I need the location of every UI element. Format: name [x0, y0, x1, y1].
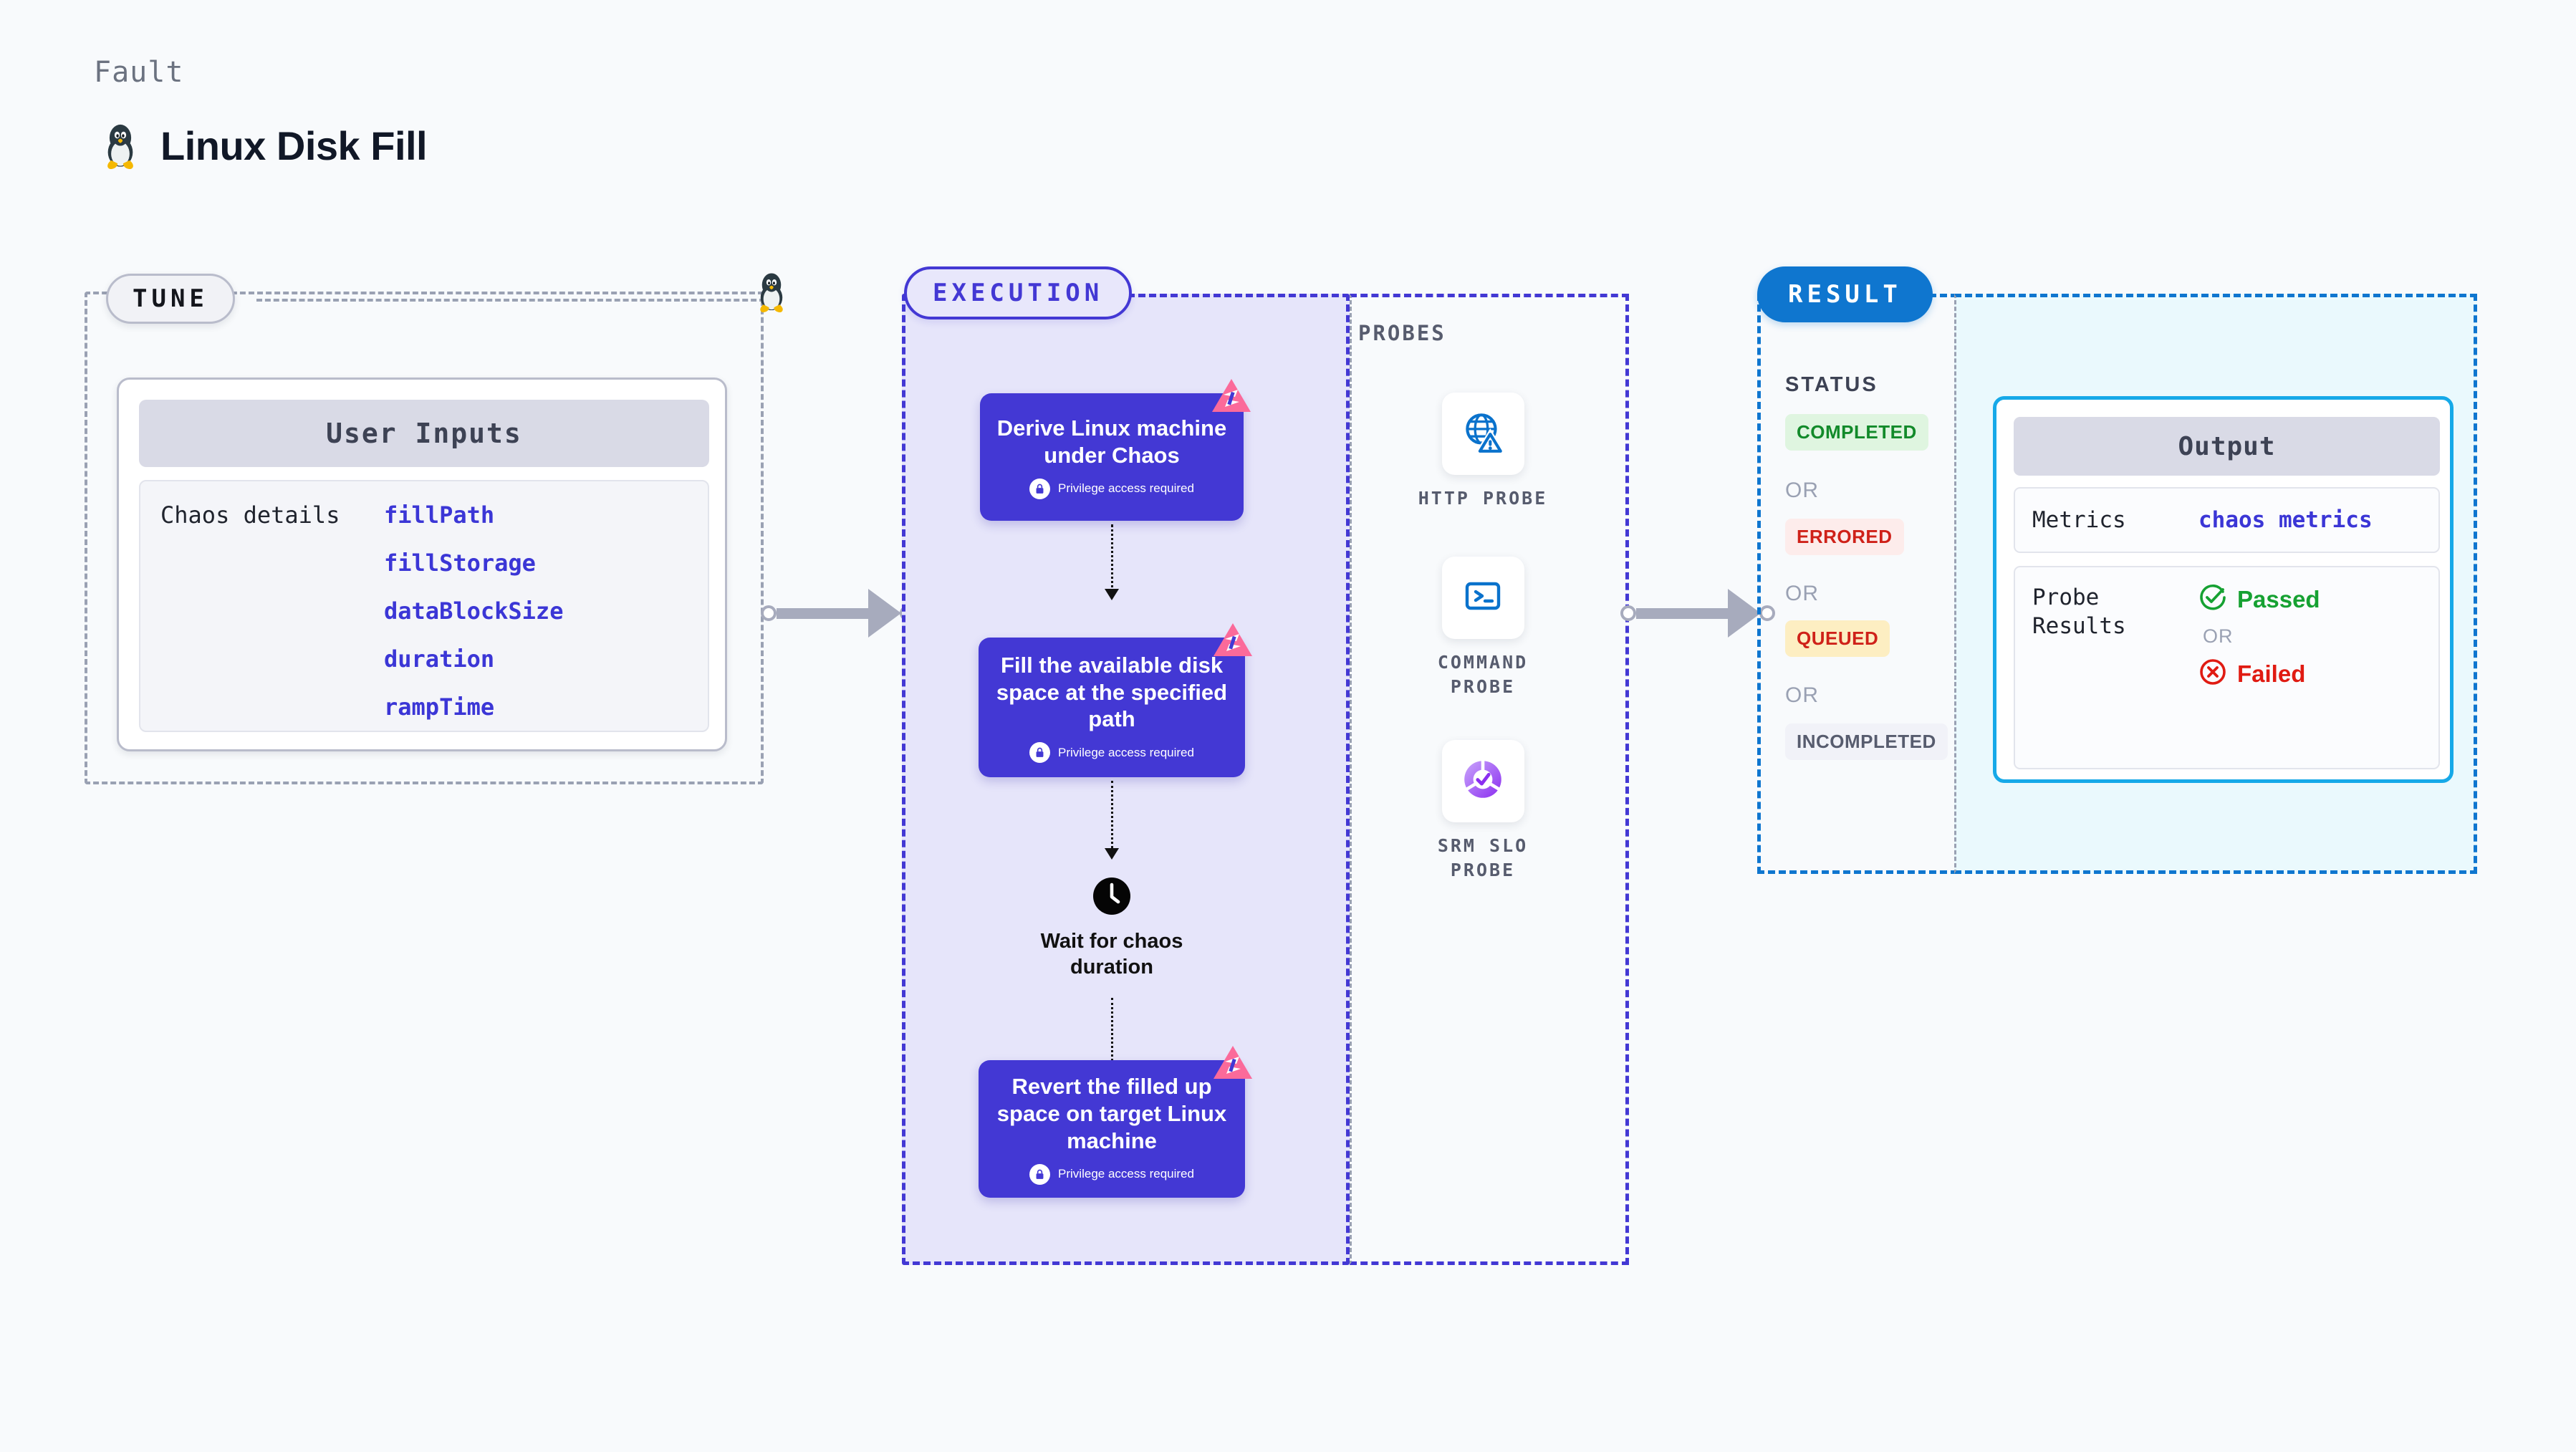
input-duration[interactable]: duration: [384, 645, 495, 673]
execution-step-card-3[interactable]: Revert the filled up space on target Lin…: [979, 1046, 1252, 1198]
execution-step-privilege-text-1: Privilege access required: [1058, 481, 1194, 496]
probe-name-srm-slo: SRM SLO PROBE: [1437, 835, 1529, 880]
tune-pill[interactable]: TUNE: [106, 274, 235, 324]
status-badge-errored: ERRORED: [1785, 519, 1904, 555]
output-probe-results-values: Passed OR Failed: [2198, 583, 2320, 690]
lock-icon: [1029, 1163, 1051, 1185]
input-fillstorage[interactable]: fillStorage: [384, 549, 536, 577]
execution-step-title-3: Revert the filled up space on target Lin…: [996, 1074, 1227, 1153]
execution-pill[interactable]: EXECUTION: [904, 266, 1133, 319]
status-or-1: OR: [1785, 479, 1819, 502]
output-row-metrics: Metrics chaos metrics: [2014, 487, 2440, 553]
probe-item-srm-slo[interactable]: SRM SLO PROBE: [1400, 740, 1565, 883]
probe-result-or: OR: [2203, 625, 2234, 647]
execution-step-privilege-2: Privilege access required: [1029, 742, 1194, 764]
input-ramptime[interactable]: rampTime: [384, 693, 495, 721]
x-circle-icon: [2198, 658, 2227, 690]
output-probe-results-key: Probe Results: [2032, 585, 2126, 640]
connector-start-dot: [1620, 605, 1636, 621]
execution-step-card-1[interactable]: Derive Linux machine under Chaos Privile…: [980, 379, 1251, 521]
connector-bar: [777, 607, 870, 619]
page-title-row: Linux Disk Fill: [100, 122, 428, 169]
output-card-title: Output: [2014, 417, 2440, 476]
probe-item-command[interactable]: COMMAND PROBE: [1400, 557, 1565, 699]
connector-end-dot: [1759, 605, 1775, 621]
execution-flow-line-2: [1111, 781, 1113, 852]
probe-tile-srm-slo[interactable]: [1441, 740, 1524, 822]
probe-tile-http[interactable]: [1441, 393, 1524, 475]
user-inputs-card: User Inputs Chaos details fillPath fillS…: [117, 378, 727, 751]
status-badge-incompleted: INCOMPLETED: [1785, 723, 1948, 760]
user-inputs-card-body: Chaos details fillPath fillStorage dataB…: [139, 480, 709, 732]
input-fillpath[interactable]: fillPath: [384, 501, 495, 529]
execution-step-title-2: Fill the available disk space at the spe…: [996, 652, 1228, 732]
terminal-icon: [1460, 573, 1506, 622]
input-datablocksize[interactable]: dataBlockSize: [384, 597, 564, 625]
execution-wait-node: Wait for chaos duration: [1026, 876, 1198, 981]
result-pill[interactable]: RESULT: [1757, 266, 1933, 322]
probe-tile-command[interactable]: [1441, 557, 1524, 639]
connector-tune-to-execution: [761, 589, 915, 638]
page-title: Linux Disk Fill: [160, 122, 428, 168]
lock-icon: [1029, 742, 1051, 764]
execution-step-card-2[interactable]: Fill the available disk space at the spe…: [979, 623, 1252, 777]
probe-result-passed: Passed: [2198, 583, 2320, 615]
output-row-probe-results: Probe Results Passed OR: [2014, 566, 2440, 769]
execution-flow-arrow-1: [1105, 589, 1119, 600]
chaos-corner-badge-icon: [1209, 375, 1254, 419]
chaos-details-label: Chaos details: [160, 501, 340, 529]
tune-panel: [85, 292, 764, 784]
probes-label: PROBES: [1358, 321, 1446, 345]
probe-name-command: COMMAND PROBE: [1437, 652, 1529, 697]
execution-flow-arrow-2: [1105, 848, 1119, 860]
output-metrics-value[interactable]: chaos metrics: [2198, 507, 2373, 533]
chaos-corner-badge-icon: [1211, 1042, 1255, 1086]
connector-start-dot: [761, 605, 777, 621]
linux-tux-icon: [100, 122, 140, 169]
chaos-corner-badge-icon: [1211, 619, 1255, 663]
status-or-3: OR: [1785, 683, 1819, 707]
page-eyebrow: Fault: [94, 56, 184, 89]
probe-result-failed-text: Failed: [2237, 660, 2306, 687]
output-metrics-key: Metrics: [2032, 506, 2126, 533]
slo-donut-check-icon: [1459, 756, 1506, 807]
probe-item-http[interactable]: HTTP PROBE: [1400, 393, 1565, 511]
check-circle-icon: [2198, 583, 2227, 615]
tune-leader-line: [256, 299, 765, 302]
execution-step-privilege-3: Privilege access required: [1029, 1163, 1194, 1185]
clock-icon: [1092, 876, 1132, 920]
execution-step-privilege-1: Privilege access required: [1029, 478, 1194, 499]
status-badge-queued: QUEUED: [1785, 620, 1890, 657]
probe-name-http: HTTP PROBE: [1418, 488, 1548, 509]
connector-arrow-head: [1728, 589, 1761, 638]
execution-step-privilege-text-2: Privilege access required: [1058, 745, 1194, 759]
execution-step-privilege-text-3: Privilege access required: [1058, 1167, 1194, 1181]
globe-warning-icon: [1459, 408, 1506, 459]
execution-flow-line-3: [1111, 998, 1113, 1065]
connector-arrow-head: [868, 589, 901, 638]
execution-wait-label: Wait for chaos duration: [1040, 930, 1183, 979]
connector-bar: [1636, 607, 1729, 619]
execution-flow-line-1: [1111, 524, 1113, 593]
lock-icon: [1029, 478, 1051, 499]
status-or-2: OR: [1785, 582, 1819, 605]
connector-probes-to-result: [1620, 589, 1775, 638]
probe-result-failed: Failed: [2198, 658, 2320, 690]
output-card: Output Metrics chaos metrics Probe Resul…: [1993, 396, 2454, 783]
tune-edge-linux-tux-icon: [754, 271, 789, 316]
execution-step-title-1: Derive Linux machine under Chaos: [996, 415, 1227, 468]
status-label: STATUS: [1785, 373, 1878, 396]
probe-result-passed-text: Passed: [2237, 585, 2320, 612]
chaos-details-values: fillPath fillStorage dataBlockSize durat…: [384, 501, 563, 721]
user-inputs-card-title: User Inputs: [139, 400, 709, 467]
status-badge-completed: COMPLETED: [1785, 414, 1928, 451]
probes-panel: [1350, 294, 1629, 1265]
